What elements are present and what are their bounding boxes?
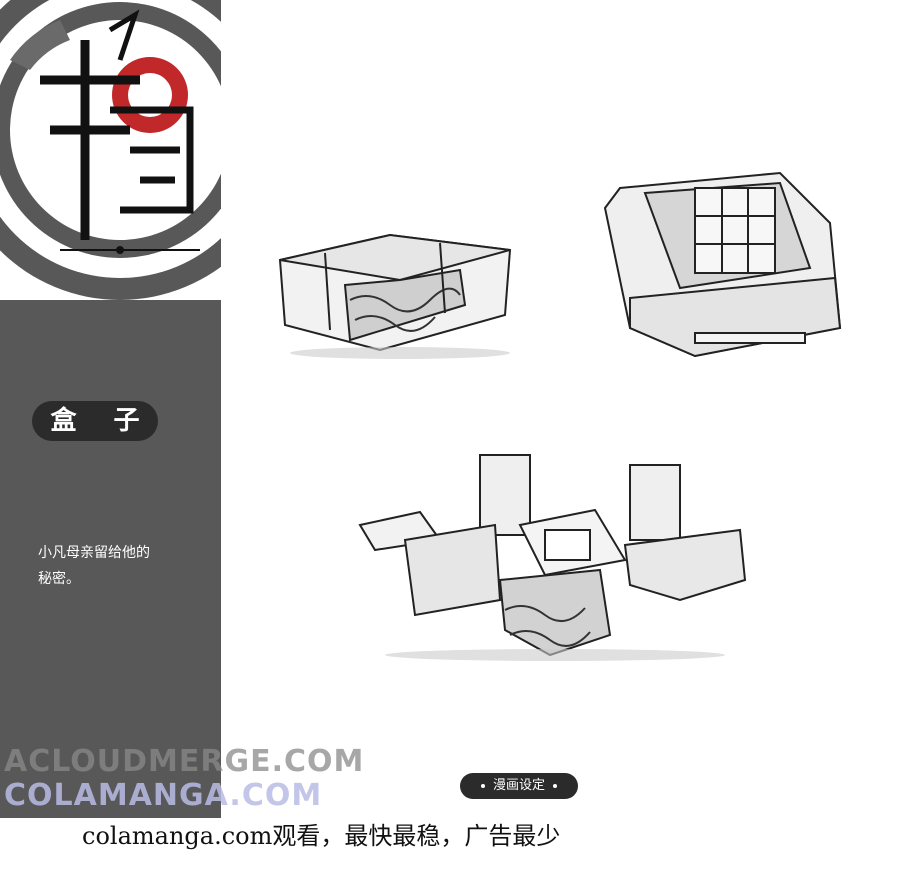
tag-badge: 漫画设定 — [460, 773, 578, 799]
watermark-aclouderge: ACLOUDMERGE.COM — [4, 744, 365, 779]
sidebar-panel: 盒 子 小凡母亲留给他的 秘密。 — [0, 0, 221, 818]
footer-text[interactable]: colamanga.com观看，最快最稳，广告最少 — [82, 822, 561, 850]
logo-emblem — [0, 0, 221, 300]
dot-icon — [480, 783, 485, 788]
description: 小凡母亲留给他的 秘密。 — [38, 545, 150, 587]
unfolded-box-illustration — [358, 454, 747, 661]
dot-icon — [553, 783, 557, 788]
open-box-illustration — [603, 171, 842, 358]
closed-box-illustration — [278, 233, 512, 359]
watermark-colamanga: COLAMANGA.COM — [4, 778, 323, 813]
section-title: 盒 子 — [32, 401, 158, 441]
